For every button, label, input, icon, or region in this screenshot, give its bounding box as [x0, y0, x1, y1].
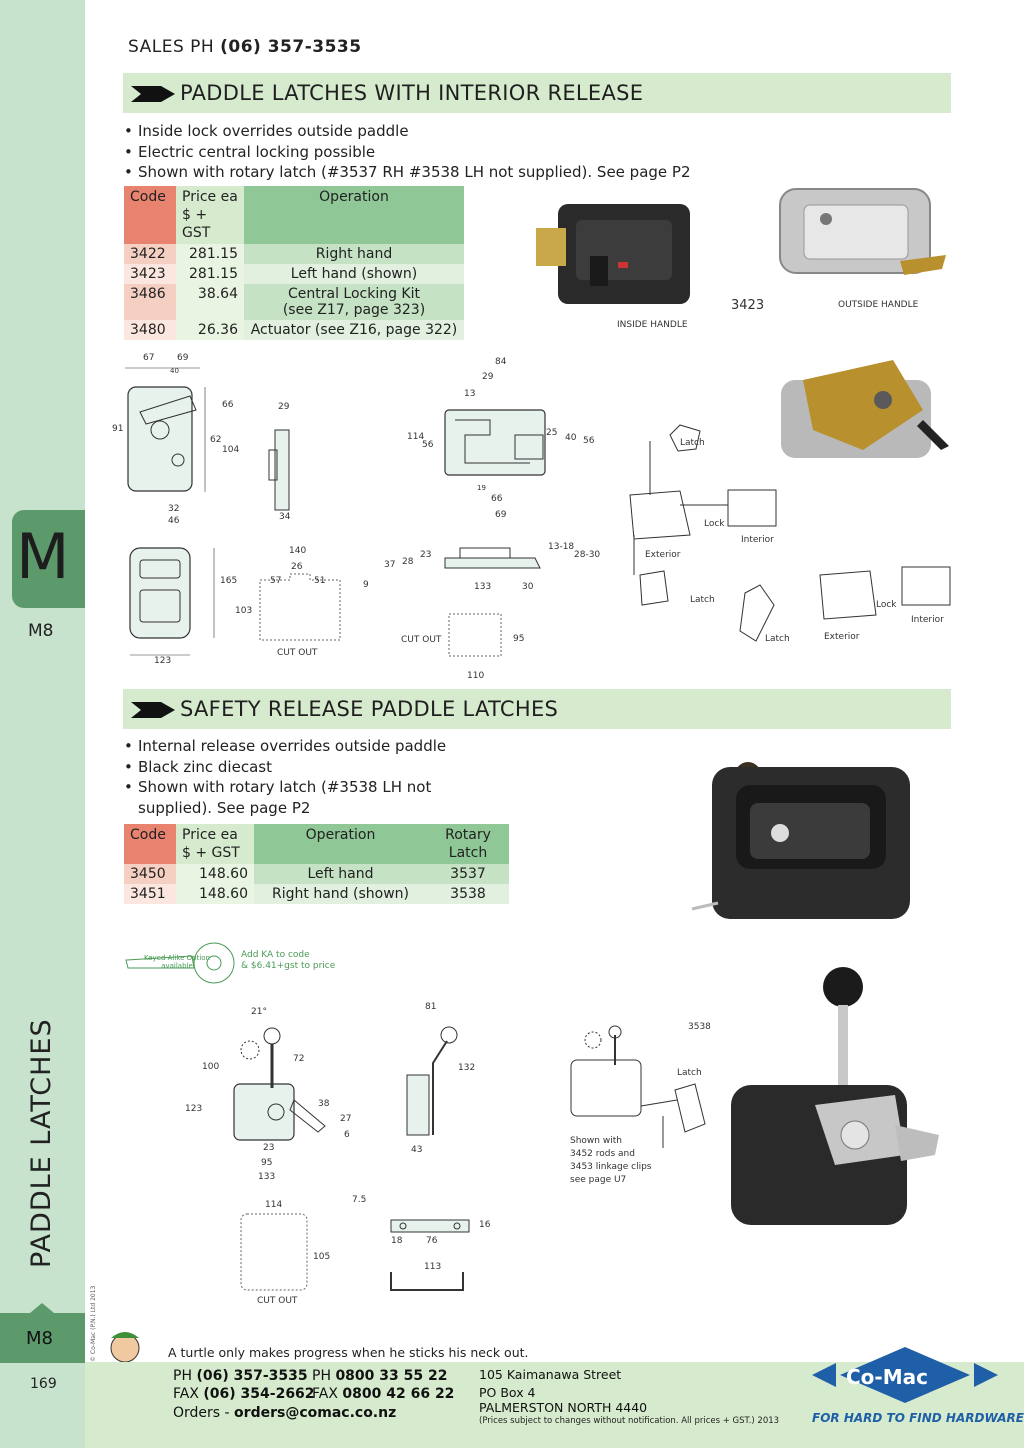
sales-number: (06) 357-3535: [220, 37, 362, 57]
footer-quote: A turtle only makes progress when he sti…: [168, 1345, 529, 1360]
latch-side-drawing: [268, 429, 290, 511]
inside-handle-photo: [536, 204, 690, 304]
contact-fax: FAX (06) 354-2662: [173, 1386, 315, 1402]
header-code: Code: [124, 186, 176, 244]
comac-logo: [812, 1347, 998, 1403]
caption-part-number: 3423: [731, 298, 765, 313]
caption-inside-handle: INSIDE HANDLE: [617, 320, 688, 330]
header-price: Price ea$ + GST: [176, 824, 254, 864]
list-item: Electric central locking possible: [124, 142, 691, 163]
cutout-drawing-2: [448, 613, 502, 657]
header-operation: Operation: [244, 186, 464, 244]
section1-header: PADDLE LATCHES WITH INTERIOR RELEASE: [123, 73, 951, 113]
section2-title: SAFETY RELEASE PADDLE LATCHES: [180, 697, 559, 721]
table-row: 3423 281.15 Left hand (shown): [124, 264, 464, 284]
contact-phone: PH (06) 357-3535: [173, 1368, 308, 1384]
arrow-icon: [131, 702, 175, 718]
contact-freephone: PH 0800 33 55 22: [312, 1368, 448, 1384]
list-item: Black zinc diecast: [124, 757, 484, 778]
table-row: 3486 38.64 Central Locking Kit(see Z17, …: [124, 284, 464, 320]
list-item: Shown with rotary latch (#3538 LH not su…: [124, 777, 484, 818]
linkage-diagram: [629, 424, 951, 642]
key-icon: [125, 942, 235, 984]
latch-cover-drawing: [129, 547, 215, 656]
contact-freefax: FAX 0800 42 66 22: [312, 1386, 455, 1402]
outside-handle-photo: [779, 188, 946, 275]
linkage-plate-drawing: [390, 1219, 470, 1291]
keyed-alike-note: Add KA to code & $6.41+gst to price: [241, 950, 336, 971]
safety-latch-photo: [691, 762, 910, 919]
arrow-icon: [131, 86, 175, 102]
cutout-drawing-3: [240, 1213, 308, 1291]
vertical-title: PADDLE LATCHES: [26, 1018, 57, 1268]
orders-email-link[interactable]: orders@comac.co.nz: [234, 1405, 397, 1421]
section-letter: M: [16, 520, 70, 593]
section1-price-table: Code Price ea$ + GST Operation 3422 281.…: [124, 186, 464, 340]
table-row: 3422 281.15 Right hand: [124, 244, 464, 264]
safety-linkage-diagram: [570, 1025, 706, 1148]
bottom-tab: [0, 1303, 85, 1363]
sales-phone: SALES PH (06) 357-3535: [128, 37, 362, 57]
address-line: 105 Kaimanawa Street: [479, 1367, 622, 1382]
caption-cutout-1: CUT OUT: [277, 648, 318, 658]
page-number: 169: [30, 1376, 57, 1392]
caption-cutout-2: CUT OUT: [401, 635, 442, 645]
table-row: 3480 26.36 Actuator (see Z16, page 322): [124, 320, 464, 340]
keyed-alike-label: Keyed Alike Option available: [143, 954, 211, 970]
safety-mechanism-photo: [731, 967, 939, 1225]
logo-text: Co-Mac: [846, 1365, 928, 1389]
header-code: Code: [124, 824, 176, 864]
section2-header: SAFETY RELEASE PADDLE LATCHES: [123, 689, 951, 729]
section-code: M8: [28, 621, 54, 641]
caption-shown-with: Shown with 3452 rods and 3453 linkage cl…: [570, 1136, 652, 1185]
address-line: PO Box 4: [479, 1385, 536, 1400]
sidebar: M M8 PADDLE LATCHES © Co-Mac (P.N.) Ltd …: [0, 0, 97, 1448]
latch-front-drawing: [125, 367, 206, 492]
tagline: FOR HARD TO FIND HARDWARE: [812, 1411, 1024, 1425]
contact-orders: Orders - orders@comac.co.nz: [173, 1405, 397, 1421]
section-tab: [12, 510, 85, 608]
table-row: 3451 148.60 Right hand (shown) 3538: [124, 884, 509, 904]
safety-latch-front-drawing: [233, 1027, 326, 1141]
table-row: 3450 148.60 Left hand 3537: [124, 864, 509, 884]
header-price: Price ea$ + GST: [176, 186, 244, 244]
mechanism-photo: [781, 360, 949, 458]
caption-part-3538: 3538: [688, 1022, 711, 1032]
list-item: Shown with rotary latch (#3537 RH #3538 …: [124, 162, 691, 183]
section2-bullets: Internal release overrides outside paddl…: [124, 736, 484, 818]
latch-back-drawing: [444, 409, 546, 476]
caption-outside-handle: OUTSIDE HANDLE: [838, 300, 919, 310]
list-item: Inside lock overrides outside paddle: [124, 121, 691, 142]
list-item: Internal release overrides outside paddl…: [124, 736, 484, 757]
section1-title: PADDLE LATCHES WITH INTERIOR RELEASE: [180, 81, 644, 105]
fineprint: (Prices subject to changes without notif…: [479, 1416, 780, 1426]
safety-latch-side-drawing: [406, 1026, 458, 1136]
address-line: PALMERSTON NORTH 4440: [479, 1400, 648, 1415]
bottom-section-code: M8: [26, 1328, 53, 1349]
section1-bullets: Inside lock overrides outside paddle Ele…: [124, 121, 691, 183]
latch-profile-drawing: [444, 547, 541, 569]
caption-cutout-3: CUT OUT: [257, 1296, 298, 1306]
cutout-drawing-1: [259, 573, 341, 641]
header-operation: Operation: [254, 824, 427, 864]
